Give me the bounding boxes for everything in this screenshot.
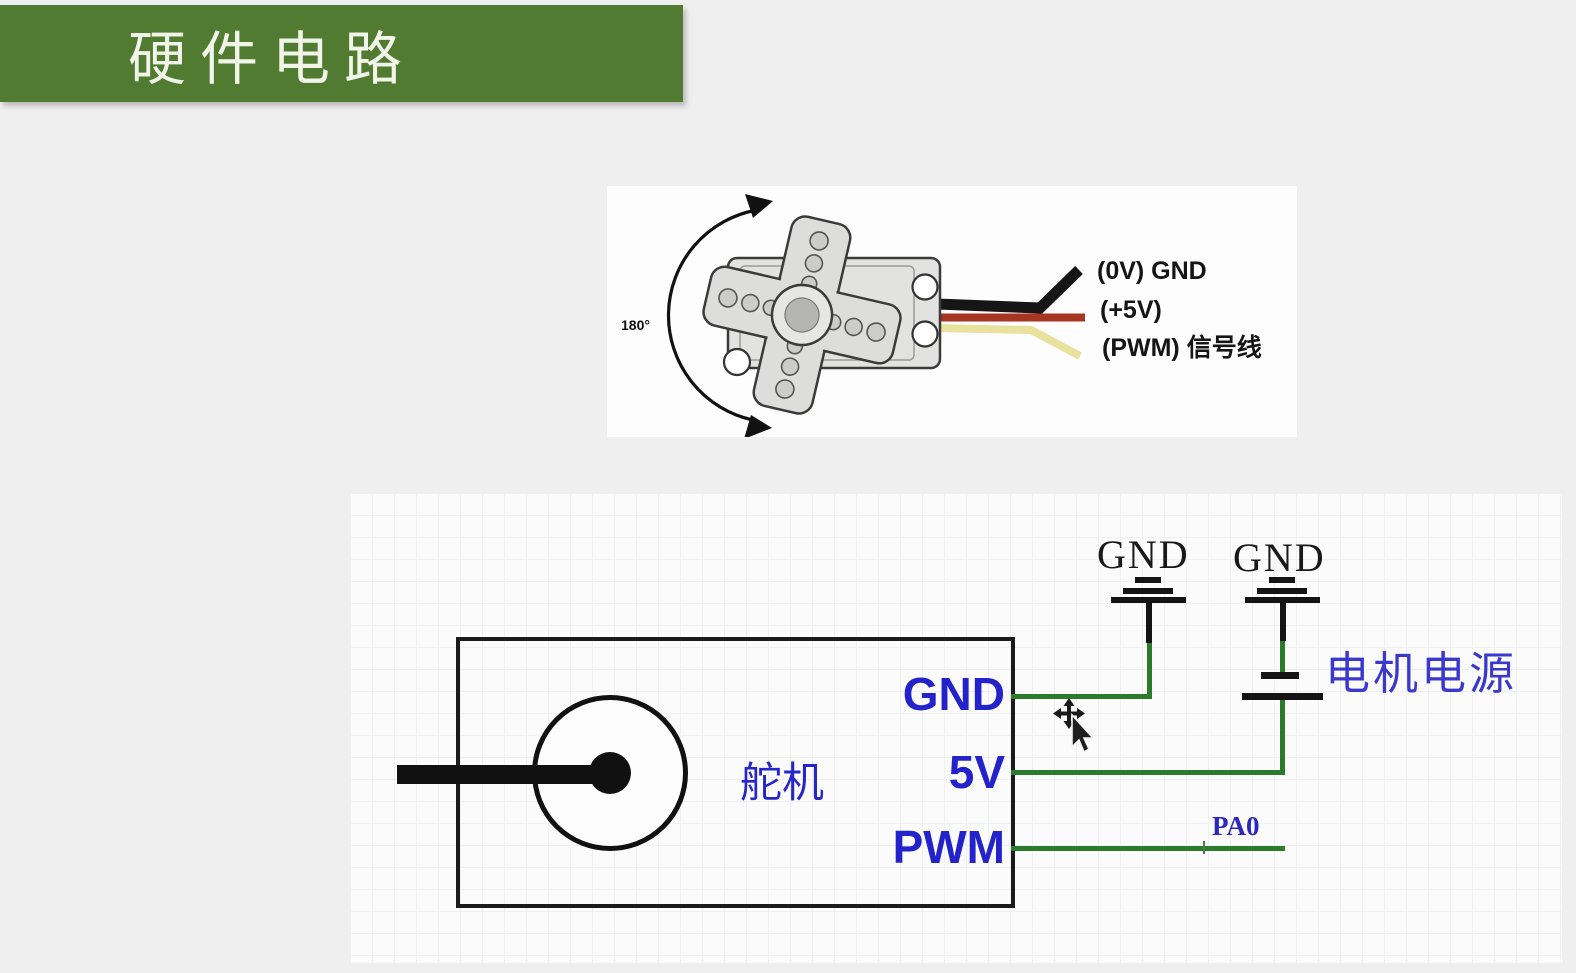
mount-hole-left xyxy=(722,347,752,377)
pin-label-gnd: GND xyxy=(902,668,1005,720)
battery-negative-plate xyxy=(1261,672,1299,679)
pin-label-5v: 5V xyxy=(948,746,1005,798)
net-label-pa0: PA0 xyxy=(1212,811,1260,841)
wire-label-gnd: (0V) GND xyxy=(1097,257,1207,285)
gnd-symbol-right-stem xyxy=(1280,603,1286,641)
black-wire xyxy=(936,266,1083,314)
pwm-wire-tick xyxy=(1203,841,1205,854)
rotation-arc: 180° xyxy=(621,194,773,439)
page-title: 硬件电路 xyxy=(128,26,417,92)
gnd-symbol-right-bar2 xyxy=(1257,588,1307,594)
servo-shaft-arm xyxy=(397,765,612,784)
gnd-label-right: GND xyxy=(1233,535,1326,580)
servo-wires xyxy=(936,266,1085,360)
motor-power-label: 电机电源 xyxy=(1325,648,1518,699)
component-label: 舵机 xyxy=(740,759,825,806)
battery-top-wire xyxy=(1280,641,1285,672)
gnd-symbol-left-bar1 xyxy=(1111,597,1186,603)
gnd-symbol-left-stem xyxy=(1146,603,1152,643)
servo-photo-panel: 180° xyxy=(607,186,1297,439)
gnd-symbol-left-bar2 xyxy=(1123,588,1173,594)
mount-hole-top xyxy=(911,273,939,301)
mount-hole-bottom xyxy=(911,320,939,348)
title-banner: 硬件电路 xyxy=(0,5,683,102)
gnd-symbol-left-bar3 xyxy=(1135,577,1161,583)
servo-illustration: 180° xyxy=(621,194,1085,439)
yellow-wire xyxy=(936,324,1082,360)
angle-label: 180° xyxy=(621,317,650,333)
gnd-wire-horizontal xyxy=(1011,694,1152,699)
pin-label-pwm: PWM xyxy=(892,821,1005,873)
wire-label-pwm: (PWM) 信号线 xyxy=(1102,334,1262,362)
pwm-wire-horizontal xyxy=(1011,846,1285,851)
horn-shaft xyxy=(784,297,820,333)
servo-horn xyxy=(702,215,902,415)
gnd-symbol-right-bar1 xyxy=(1245,597,1320,603)
wire-label-5v: (+5V) xyxy=(1100,296,1162,324)
5v-wire-vertical xyxy=(1280,700,1285,775)
gnd-wire-vertical xyxy=(1147,641,1152,699)
5v-wire-horizontal xyxy=(1011,770,1285,775)
mouse-cursor xyxy=(1053,698,1095,754)
battery-positive-plate xyxy=(1242,693,1323,700)
gnd-symbol-right-bar3 xyxy=(1269,577,1295,583)
gnd-label-left: GND xyxy=(1097,532,1190,577)
schematic-panel: 舵机 GND 5V PWM GND GND 电机电源 PA0 xyxy=(350,493,1562,963)
